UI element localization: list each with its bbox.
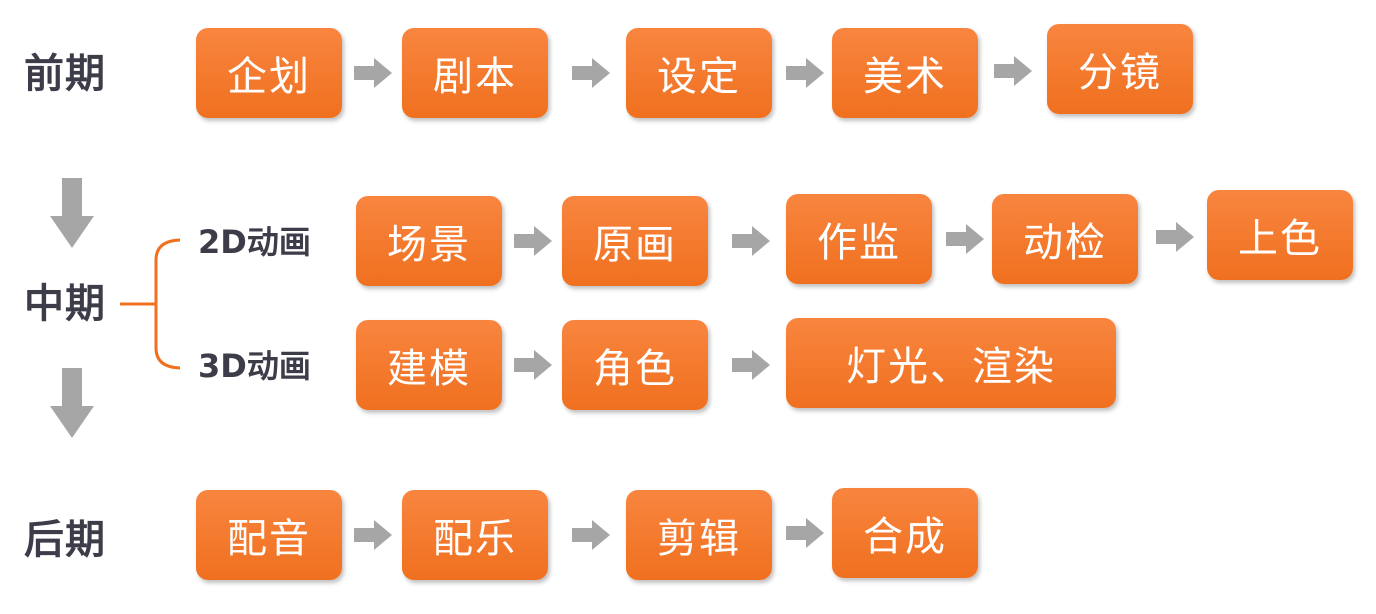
step-box: 美术 <box>832 28 978 118</box>
step-box: 设定 <box>626 28 772 118</box>
track-label-3d: 3D动画 <box>198 347 311 385</box>
right-arrow-icon <box>572 58 610 88</box>
step-box: 剧本 <box>402 28 548 118</box>
step-box: 配乐 <box>402 490 548 580</box>
right-arrow-icon <box>514 350 552 380</box>
right-arrow-icon <box>732 350 770 380</box>
step-box: 企划 <box>196 28 342 118</box>
step-box: 动检 <box>992 194 1138 284</box>
step-box: 分镜 <box>1047 24 1193 114</box>
phase-label-mid: 中期 <box>24 281 106 327</box>
step-box: 场景 <box>356 196 502 286</box>
down-arrow-icon <box>50 368 94 438</box>
step-box: 配音 <box>196 490 342 580</box>
right-arrow-icon <box>732 226 770 256</box>
right-arrow-icon <box>946 224 984 254</box>
step-box: 剪辑 <box>626 490 772 580</box>
bracket-connector <box>120 238 180 370</box>
down-arrow-icon <box>50 178 94 248</box>
step-box: 作监 <box>786 194 932 284</box>
right-arrow-icon <box>572 520 610 550</box>
right-arrow-icon <box>994 56 1032 86</box>
step-box-wide: 灯光、渲染 <box>786 318 1116 408</box>
track-label-2d: 2D动画 <box>198 223 311 261</box>
step-box: 合成 <box>832 488 978 578</box>
step-box: 原画 <box>562 196 708 286</box>
phase-label-post: 后期 <box>24 517 106 563</box>
right-arrow-icon <box>786 518 824 548</box>
right-arrow-icon <box>1156 222 1194 252</box>
right-arrow-icon <box>354 58 392 88</box>
step-box: 建模 <box>356 320 502 410</box>
step-box: 角色 <box>562 320 708 410</box>
right-arrow-icon <box>786 58 824 88</box>
right-arrow-icon <box>514 226 552 256</box>
right-arrow-icon <box>354 520 392 550</box>
step-box: 上色 <box>1207 190 1353 280</box>
phase-label-pre: 前期 <box>24 51 106 97</box>
